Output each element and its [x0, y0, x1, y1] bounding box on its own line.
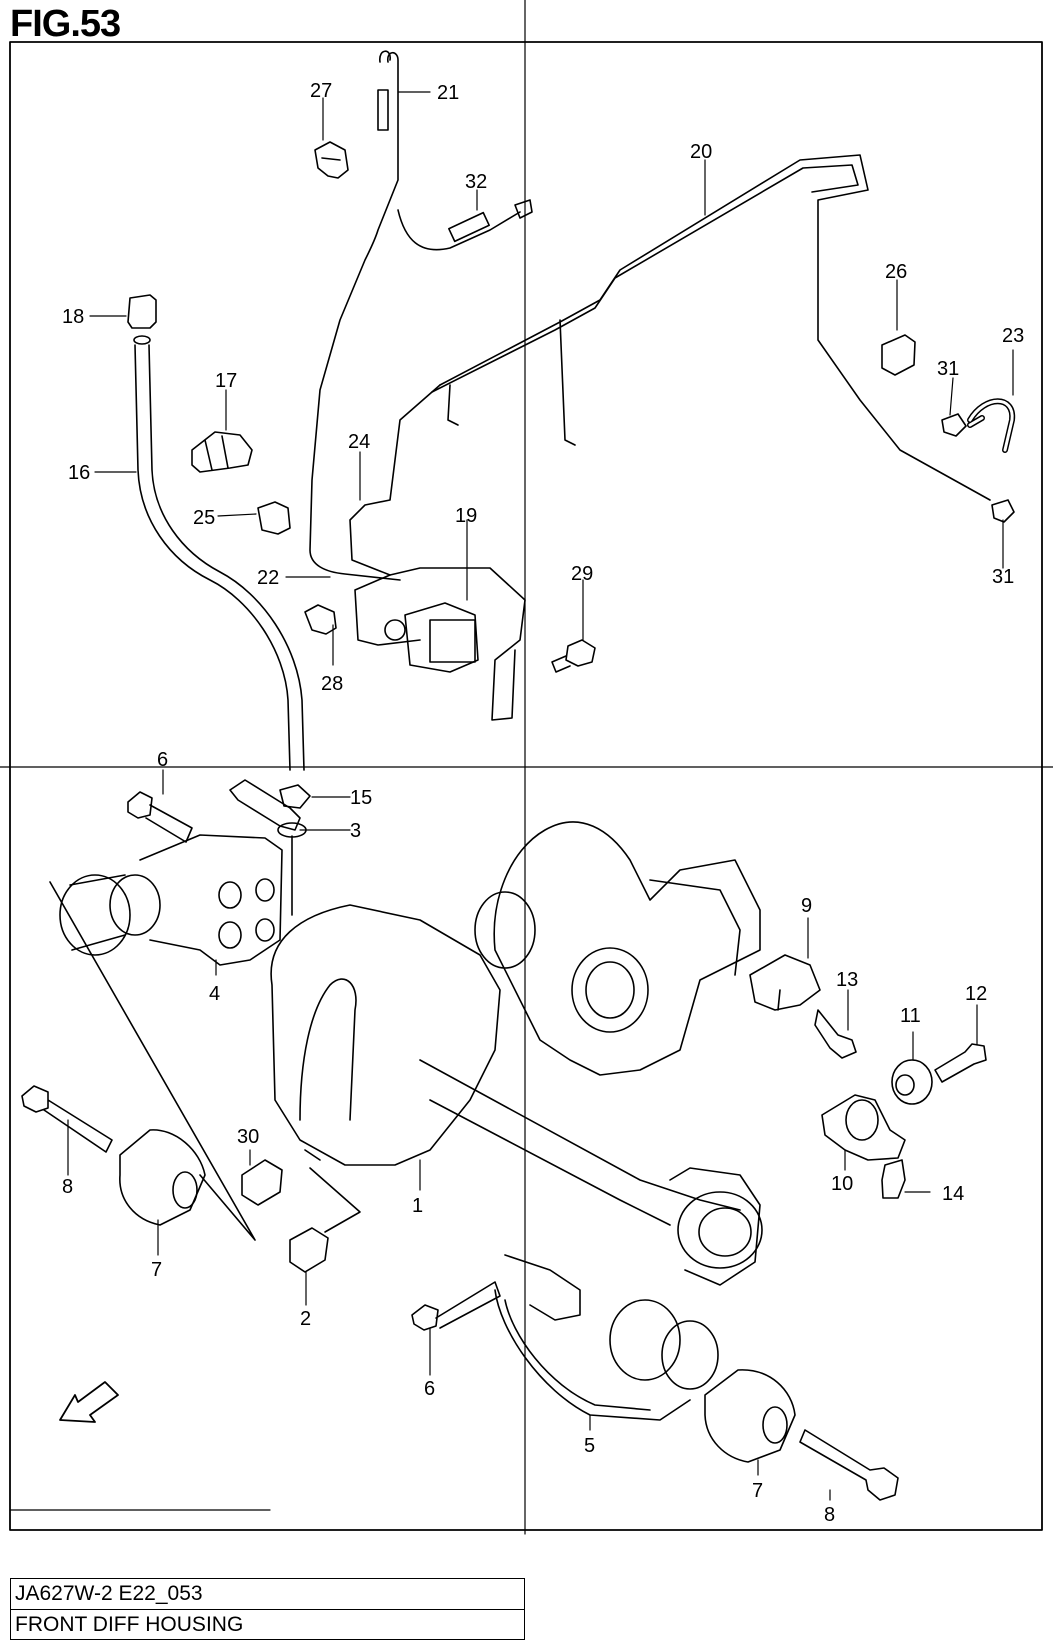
callout-3: 3 [350, 820, 361, 842]
pipe-20-bracket [559, 319, 576, 446]
hose-32-sleeve [448, 211, 490, 243]
diagram-frame [9, 41, 1043, 1531]
callout-15: 15 [350, 787, 372, 809]
fwd-arrow [59, 1381, 119, 1423]
callout-8-left: 8 [62, 1176, 73, 1198]
callout-19: 19 [455, 505, 477, 527]
callout-13: 13 [836, 969, 858, 991]
caption-name: FRONT DIFF HOUSING [11, 1609, 524, 1639]
callout-7-right: 7 [752, 1480, 763, 1502]
vacuum-pipe-24 [349, 384, 441, 576]
callout-31-upper: 31 [937, 358, 959, 380]
bushing-right-upper [609, 1299, 681, 1381]
callout-2: 2 [300, 1308, 311, 1330]
callout-23: 23 [1002, 325, 1024, 347]
callout-27: 27 [310, 80, 332, 102]
callout-20: 20 [690, 141, 712, 163]
callout-6-lower: 6 [424, 1378, 435, 1400]
callout-5: 5 [584, 1435, 595, 1457]
bushing-2 [289, 1227, 329, 1273]
callout-26: 26 [885, 261, 907, 283]
callout-17: 17 [215, 370, 237, 392]
carrier-assembly [493, 821, 761, 1076]
hose-clamp-15 [279, 784, 311, 809]
bolt-29 [565, 639, 596, 667]
mount-bracket-5 [494, 1289, 691, 1421]
clip-26 [881, 334, 916, 376]
callout-18: 18 [62, 306, 84, 328]
callout-30: 30 [237, 1126, 259, 1148]
diff-housing-1 [270, 904, 501, 1166]
callout-11: 11 [900, 1005, 921, 1027]
clamp-28 [304, 604, 337, 635]
hose-16 [134, 344, 291, 771]
callout-24: 24 [348, 431, 370, 453]
callout-9: 9 [801, 895, 812, 917]
vacuum-pipe-22 [309, 51, 401, 581]
bushing-left-upper [59, 874, 131, 956]
callout-10: 10 [831, 1173, 853, 1195]
callout-12: 12 [965, 983, 987, 1005]
housing-right-flange [677, 1191, 763, 1269]
figure-title: FIG.53 [10, 3, 121, 45]
callout-28: 28 [321, 673, 343, 695]
bolt-6-lower [411, 1281, 501, 1331]
bolt-13 [814, 1009, 857, 1059]
bolt-8-left [21, 1085, 113, 1153]
bracket-9 [749, 954, 821, 1011]
clamp-31-lower [991, 499, 1015, 523]
callout-8-right: 8 [824, 1504, 835, 1526]
mount-bracket-4 [139, 834, 283, 966]
clip-25 [257, 501, 291, 535]
bolt-12 [934, 1043, 987, 1083]
vacuum-pipe-20 [439, 154, 991, 501]
bushing-30 [241, 1159, 283, 1206]
clamp-10 [821, 1094, 906, 1161]
cap-18 [127, 294, 157, 329]
callout-4: 4 [209, 983, 220, 1005]
caption-box: JA627W-2 E22_053 FRONT DIFF HOUSING [10, 1578, 525, 1640]
caption-code: JA627W-2 E22_053 [15, 1582, 203, 1605]
bushing-7-left [119, 1129, 206, 1226]
hose-32 [397, 209, 521, 251]
callout-22: 22 [257, 567, 279, 589]
callout-1: 1 [412, 1195, 423, 1217]
callout-32: 32 [465, 171, 487, 193]
bolt-14 [881, 1159, 906, 1199]
callout-31-lower: 31 [992, 566, 1014, 588]
callout-7-left: 7 [151, 1259, 162, 1281]
actuator-19-body [404, 602, 479, 673]
pipe-21-fitting [377, 89, 389, 131]
callout-29: 29 [571, 563, 593, 585]
callout-16: 16 [68, 462, 90, 484]
callout-21: 21 [437, 82, 459, 104]
clamp-27 [314, 141, 349, 179]
callout-14: 14 [942, 1183, 964, 1205]
clamp-17 [191, 431, 253, 473]
callout-25: 25 [193, 507, 215, 529]
actuator-19-bracket [354, 567, 526, 721]
callout-6-upper: 6 [157, 749, 168, 771]
bushing-7-right [704, 1369, 796, 1463]
clamp-31-upper [941, 413, 967, 437]
bushing-11 [891, 1059, 933, 1105]
bolt-6-upper [127, 791, 193, 843]
bolt-8-right [799, 1429, 899, 1501]
